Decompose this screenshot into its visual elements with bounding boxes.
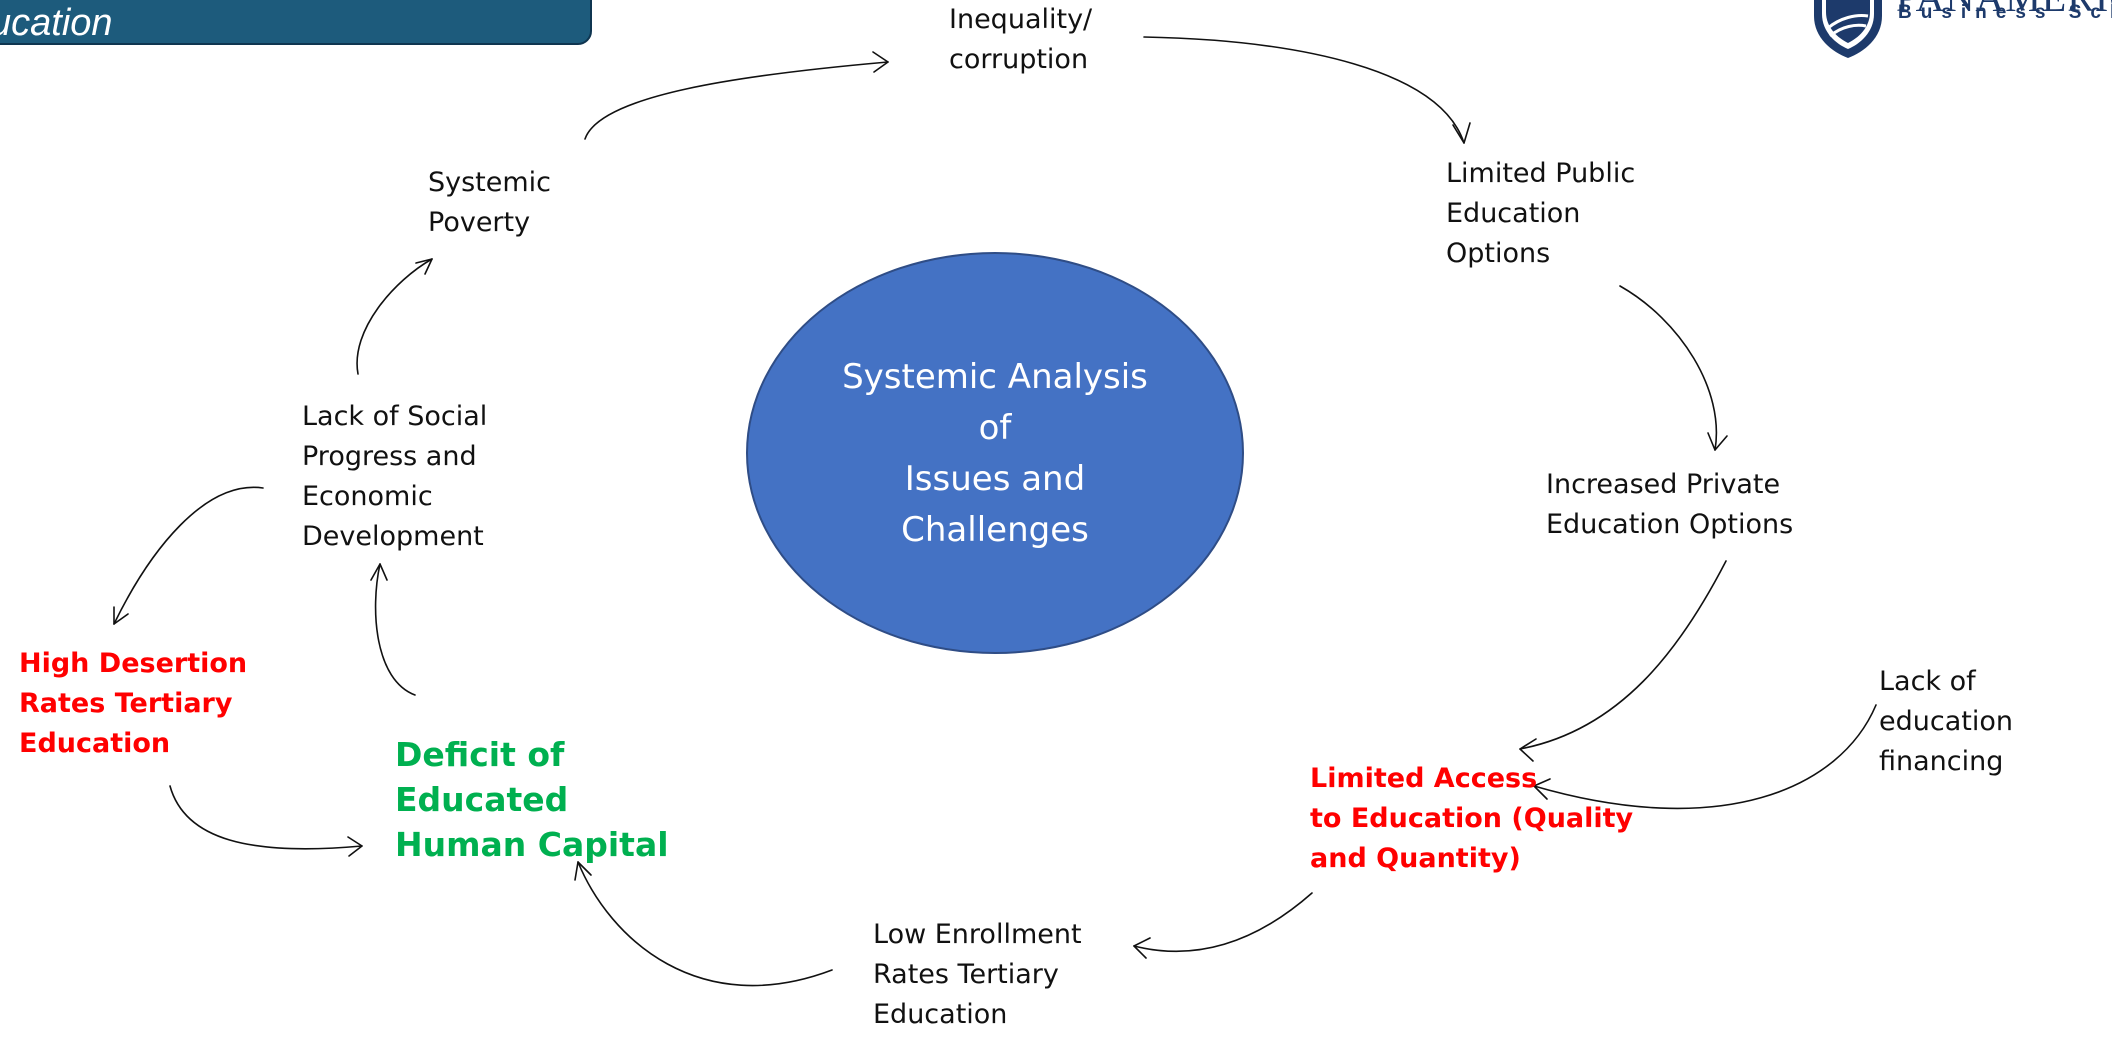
node-limited-access: Limited Access to Education (Quality and… (1310, 763, 1634, 874)
arrow-social-to-poverty (356, 258, 433, 375)
arrow-social-to-desertion (113, 486, 264, 625)
arrow-private-to-access (1519, 560, 1727, 762)
node-lack-social-progress: Lack of Social Progress and Economic Dev… (302, 401, 488, 552)
node-high-desertion: High Desertion Rates Tertiary Education (19, 648, 248, 759)
node-deficit-human-capital: Deficit of Educated Human Capital (395, 735, 669, 864)
arrow-deficit-to-social (370, 563, 416, 696)
node-increased-private-education: Increased Private Education Options (1546, 469, 1794, 540)
node-systemic-poverty: Systemic Poverty (428, 167, 552, 238)
central-ellipse-label: Systemic Analysis of Issues and Challeng… (842, 357, 1148, 550)
slide-title: ucation (0, 2, 113, 44)
logo-subline: Business Sch (1898, 2, 2112, 23)
arrow-desertion-to-deficit (169, 785, 363, 857)
arrow-inequality-to-public (1143, 36, 1471, 144)
node-lack-of-financing: Lack of education financing (1879, 666, 2013, 777)
arrow-poverty-to-inequality (584, 51, 889, 140)
logo-wordmark: PANAMERICA (1896, 0, 2112, 21)
school-logo: PANAMERICA Business Sch (1800, 0, 2112, 68)
node-inequality-corruption: Inequality/ corruption (949, 4, 1093, 75)
slide-title-banner: ucation (0, 0, 592, 45)
arrow-public-to-private (1619, 285, 1728, 451)
central-ellipse (746, 252, 1244, 654)
node-low-enrollment: Low Enrollment Rates Tertiary Education (873, 919, 1082, 1030)
arrow-access-to-enrollment (1133, 892, 1313, 959)
node-limited-public-education: Limited Public Education Options (1446, 158, 1636, 269)
arrow-enrollment-to-deficit (574, 861, 833, 987)
arrow-financing-to-access (1533, 704, 1877, 810)
shield-crest-icon (1814, 0, 1882, 58)
